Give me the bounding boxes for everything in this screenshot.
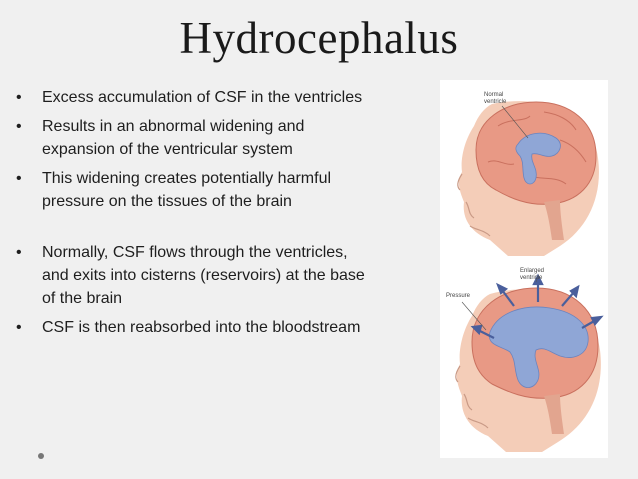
enlarged-face — [455, 365, 489, 429]
bullet-text: Results in an abnormal widening and expa… — [42, 118, 305, 158]
illustration-svg — [455, 101, 604, 452]
bullet-item: • Excess accumulation of CSF in the vent… — [12, 86, 372, 109]
normal-face — [457, 173, 491, 237]
bullet-symbol: • — [16, 319, 22, 336]
label-normal-ventricle: Normal ventricle — [484, 92, 507, 105]
pressure-leader-line — [461, 301, 487, 331]
enlarged-brainstem — [544, 394, 564, 434]
normal-ventricle — [515, 132, 561, 185]
bullet-item: • Normally, CSF flows through the ventri… — [12, 241, 372, 310]
bullet-item: • Results in an abnormal widening and ex… — [12, 115, 372, 161]
hydrocephalus-illustration: Normal ventricle Enlarged ventricle Pres… — [440, 80, 608, 458]
label-enlarged-ventricle: Enlarged ventricle — [520, 268, 545, 281]
bullet-item: • CSF is then reabsorbed into the bloods… — [12, 316, 372, 339]
bullet-text: This widening creates potentially harmfu… — [42, 170, 332, 210]
bullet-symbol: • — [16, 89, 22, 106]
bullet-text: CSF is then reabsorbed into the bloodstr… — [42, 319, 361, 336]
pressure-arrows — [470, 273, 604, 339]
bullet-symbol: • — [16, 244, 22, 261]
enlarged-ventricle — [488, 306, 589, 388]
enlarged-head-drawing — [455, 273, 604, 452]
normal-brain-folds — [487, 111, 587, 185]
bullet-symbol: • — [16, 118, 22, 135]
bullet-text: Excess accumulation of CSF in the ventri… — [42, 89, 363, 106]
bullet-text: Normally, CSF flows through the ventricl… — [42, 244, 365, 307]
slide-corner-dot — [38, 453, 44, 459]
enlarged-leader-line — [535, 275, 539, 283]
slide-title: Hydrocephalus — [179, 13, 459, 63]
bullet-list: • Excess accumulation of CSF in the vent… — [12, 86, 372, 339]
normal-head-drawing — [457, 101, 599, 256]
normal-brainstem — [544, 200, 564, 240]
bullet-symbol: • — [16, 170, 22, 187]
label-pressure: Pressure — [446, 293, 471, 299]
normal-leader-line — [501, 105, 529, 139]
bullet-item: • This widening creates potentially harm… — [12, 167, 372, 213]
